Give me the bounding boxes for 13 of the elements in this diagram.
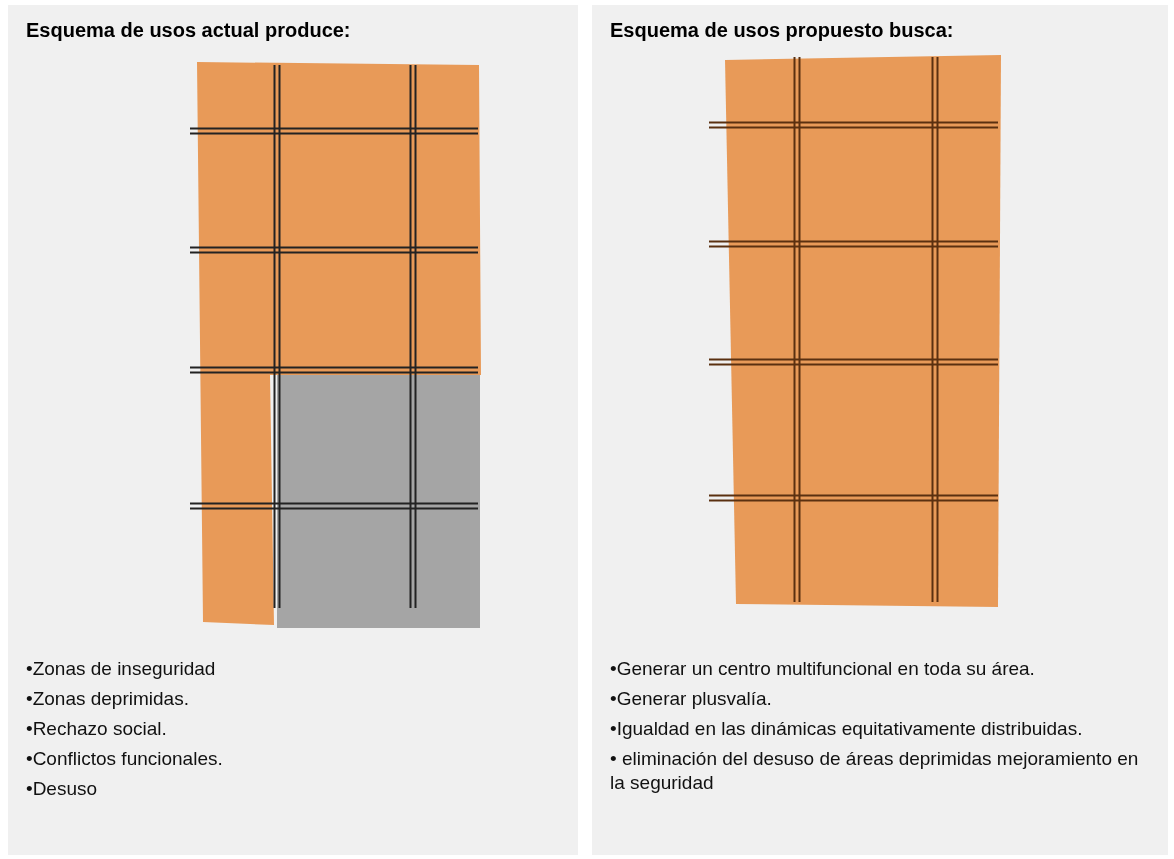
bullet-point: •Igualdad en las dinámicas equitativamente distribuidas. (610, 717, 1084, 741)
bullet-point: •Conflictos funcionales. (26, 747, 224, 771)
bullet-point: •Desuso (26, 777, 99, 801)
bullet-point: •Rechazo social. (26, 717, 168, 741)
panel (8, 5, 578, 855)
panel-heading: Esquema de usos propuesto busca: (610, 19, 954, 42)
bullet-point: •Generar plusvalía. (610, 687, 773, 711)
panel (592, 5, 1168, 855)
bullet-point: • eliminación del desuso de áreas deprimidas mejoramiento en la seguridad (610, 747, 1140, 795)
bullet-point: •Generar un centro multifuncional en toda su área. (610, 657, 1036, 681)
panel-heading: Esquema de usos actual produce: (26, 19, 351, 42)
bullet-point: •Zonas deprimidas. (26, 687, 190, 711)
bullet-point: •Zonas de inseguridad (26, 657, 217, 681)
